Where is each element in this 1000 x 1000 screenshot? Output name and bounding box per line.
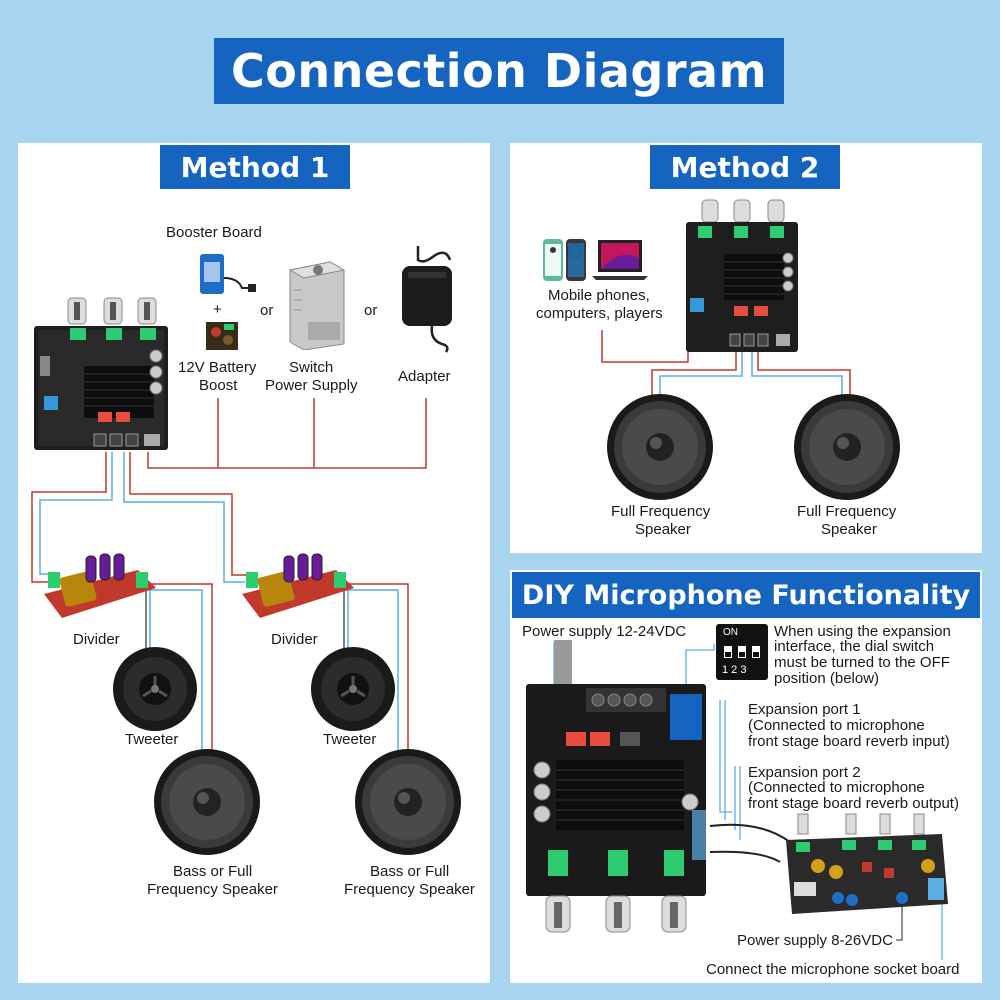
exp1-label-1: Expansion port 1 bbox=[748, 701, 861, 718]
dial-note-2: interface, the dial switch bbox=[774, 638, 935, 655]
method2-title: Method 2 bbox=[650, 145, 840, 189]
tweeter-left-icon bbox=[112, 646, 198, 737]
adapter-label: Adapter bbox=[398, 368, 451, 385]
full-speaker-right-label-2: Speaker bbox=[821, 521, 877, 538]
amplifier-board-method2-icon bbox=[684, 198, 800, 361]
adapter-icon bbox=[394, 246, 464, 359]
or-label-1: or bbox=[260, 302, 274, 319]
divider-board-right-icon bbox=[242, 552, 354, 629]
bass-right-label-2: Frequency Speaker bbox=[344, 881, 475, 898]
booster-board-label: Booster Board bbox=[166, 224, 262, 241]
divider-board-left-icon bbox=[44, 552, 156, 629]
amplifier-board-diy-icon bbox=[526, 640, 716, 945]
main-title: Connection Diagram bbox=[214, 38, 784, 104]
devices-label-1: Mobile phones, bbox=[548, 287, 650, 304]
tweeter-left-label: Tweeter bbox=[125, 731, 179, 748]
amplifier-board-icon bbox=[34, 296, 172, 461]
dip-numbers-label: 1 2 3 bbox=[722, 664, 747, 676]
devices-label-2: computers, players bbox=[536, 305, 663, 322]
boost-board-icon bbox=[204, 318, 240, 359]
exp1-label-2: (Connected to microphone bbox=[748, 717, 925, 734]
dip-switch-icon bbox=[716, 624, 768, 685]
mobile-phone-icon bbox=[542, 238, 564, 287]
divider-right-label: Divider bbox=[271, 631, 318, 648]
divider-left-label: Divider bbox=[73, 631, 120, 648]
power-supply-top-label: Power supply 12-24VDC bbox=[522, 623, 687, 640]
full-speaker-left-icon bbox=[606, 393, 714, 506]
switch-supply-label-2: Power Supply bbox=[265, 377, 358, 394]
full-speaker-left-label-2: Speaker bbox=[635, 521, 691, 538]
dip-on-label: ON bbox=[723, 627, 738, 638]
mic-socket-label: Connect the microphone socket board bbox=[706, 961, 960, 978]
battery-icon bbox=[198, 248, 258, 305]
battery-boost-label-2: Boost bbox=[199, 377, 238, 394]
exp2-label-2: (Connected to microphone bbox=[748, 779, 925, 796]
dial-note-3: must be turned to the OFF bbox=[774, 654, 950, 671]
exp2-label-1: Expansion port 2 bbox=[748, 764, 861, 781]
bass-left-label-2: Frequency Speaker bbox=[147, 881, 278, 898]
method1-title: Method 1 bbox=[160, 145, 350, 189]
bass-left-label-1: Bass or Full bbox=[173, 863, 253, 880]
exp2-label-3: front stage board reverb output) bbox=[748, 795, 959, 812]
laptop-icon bbox=[592, 238, 648, 287]
power-supply-bottom-label: Power supply 8-26VDC bbox=[737, 932, 893, 949]
diy-title: DIY Microphone Functionality bbox=[512, 572, 980, 618]
switch-supply-label-1: Switch bbox=[289, 359, 334, 376]
dial-note-4: position (below) bbox=[774, 670, 880, 687]
plus-sign: + bbox=[213, 301, 222, 318]
full-speaker-left-label-1: Full Frequency bbox=[611, 503, 711, 520]
exp1-label-3: front stage board reverb input) bbox=[748, 733, 950, 750]
dial-note-1: When using the expansion bbox=[774, 623, 951, 640]
bass-speaker-left-icon bbox=[153, 748, 261, 861]
switch-power-supply-icon bbox=[286, 260, 346, 355]
bass-right-label-1: Bass or Full bbox=[370, 863, 450, 880]
or-label-2: or bbox=[364, 302, 378, 319]
bass-speaker-right-icon bbox=[354, 748, 462, 861]
tweeter-right-label: Tweeter bbox=[323, 731, 377, 748]
full-speaker-right-label-1: Full Frequency bbox=[797, 503, 897, 520]
tweeter-right-icon bbox=[310, 646, 396, 737]
battery-boost-label-1: 12V Battery bbox=[178, 359, 257, 376]
full-speaker-right-icon bbox=[793, 393, 901, 506]
microphone-board-icon bbox=[778, 812, 952, 923]
mobile-phone-2-icon bbox=[564, 238, 588, 287]
